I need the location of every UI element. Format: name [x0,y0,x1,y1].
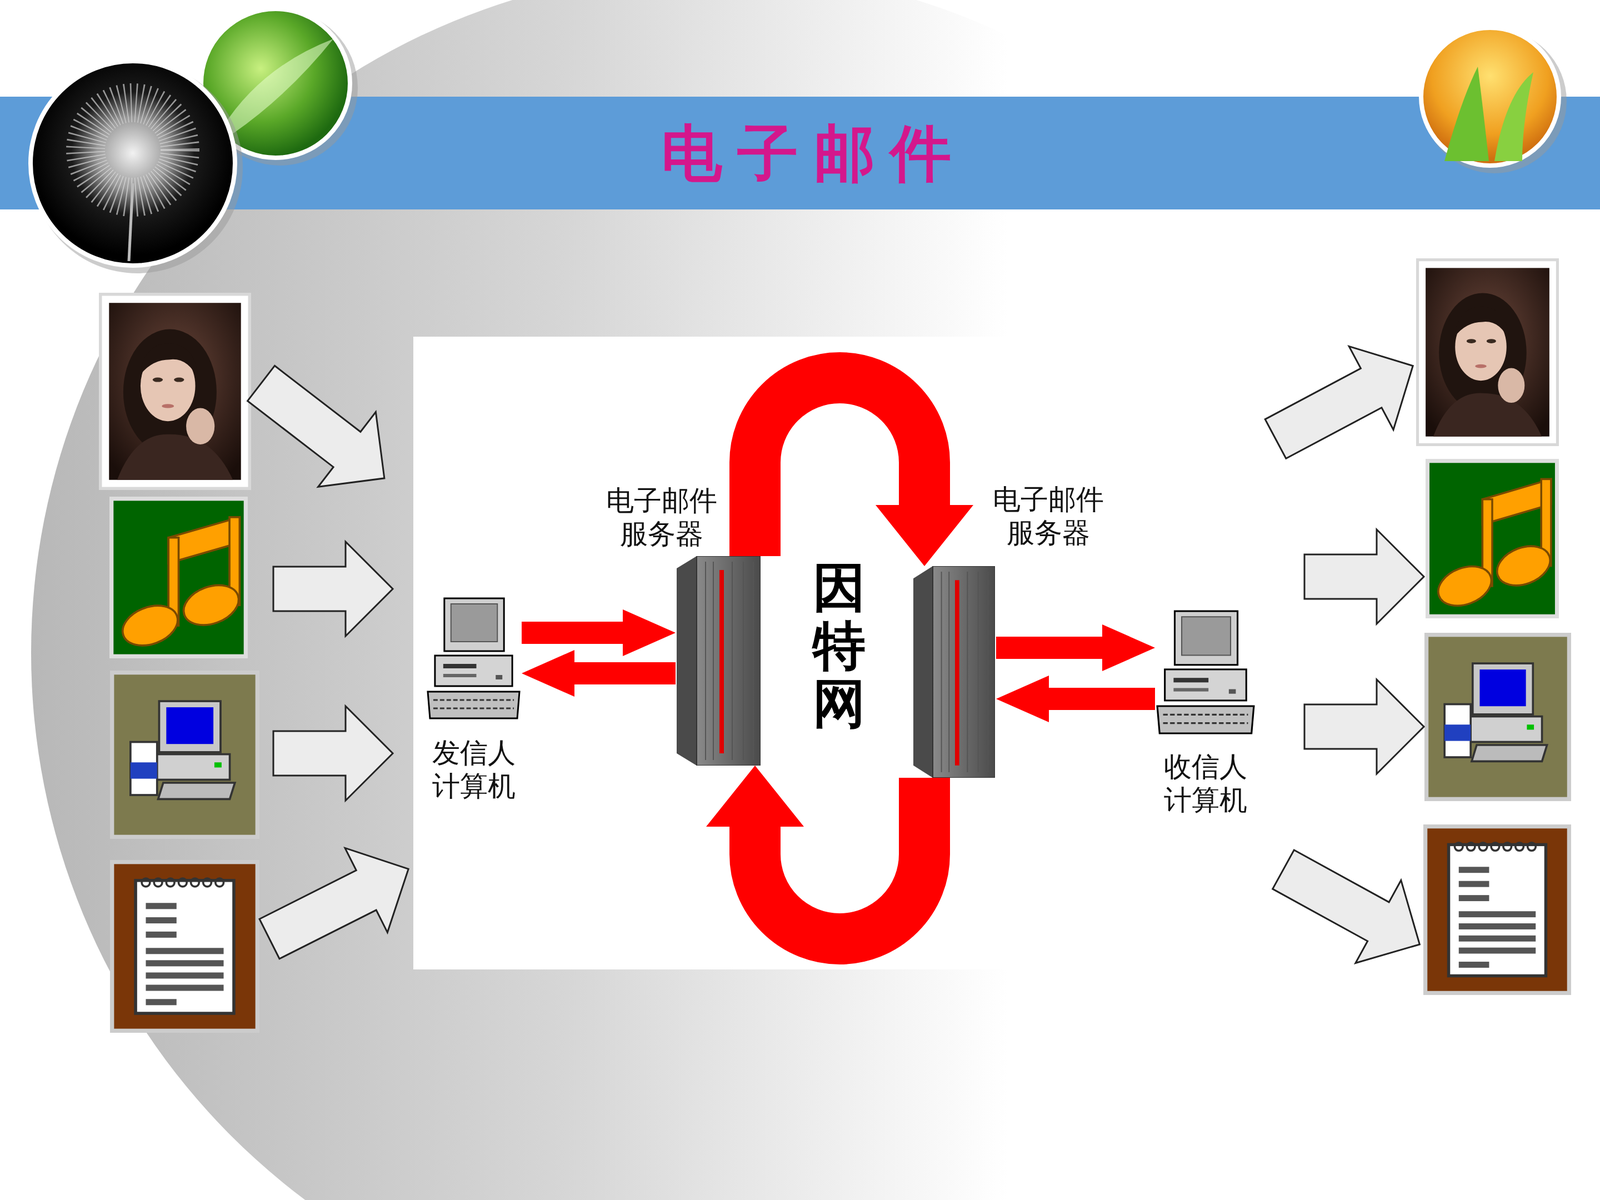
title-text: 电子邮件 [583,116,1029,190]
arrow-part [574,662,676,685]
node-label: 电子邮件 服务器 [988,482,1108,550]
output-icons [1416,258,1569,993]
block-arrow [1304,529,1424,624]
computer-symbol [427,598,520,719]
server-symbol [676,556,761,766]
server-symbol [913,566,995,778]
program-icon [1426,635,1570,800]
red-arrow [755,377,974,567]
block-arrow [1253,323,1435,481]
block-arrow [248,826,430,982]
music-icon [111,498,247,657]
node-label: 电子邮件 服务器 [601,483,722,551]
red-arrow [706,765,925,939]
internet-label: 因特网 [812,558,866,733]
arrow-part [996,675,1049,723]
block-arrow [1260,828,1443,987]
node-box: 收信人 计算机 [1156,610,1255,735]
block-arrow [232,346,414,517]
computer-symbol [1157,611,1254,734]
music-icon [1427,461,1558,617]
dandelion-badge [30,61,243,274]
arrow-part [706,765,804,827]
program-icon [112,672,258,838]
red-arrow [996,624,1155,672]
photo-icon [98,292,252,490]
arrow-part [1102,624,1155,672]
node-box: 电子邮件 服务器 [676,556,761,766]
document-icon [112,862,258,1032]
block-arrow [1304,679,1424,774]
node-box: 发信人 计算机 [426,597,521,720]
red-arrow [521,650,676,697]
block-arrow [273,706,393,801]
arrow-part [521,621,623,644]
node-label: 收信人 计算机 [1160,750,1252,817]
photo-icon [1416,258,1559,447]
arrow-part [875,505,974,567]
arrow-part [521,650,575,697]
arrow-part [1048,687,1155,710]
block-arrows [232,323,1443,986]
arrow-part [622,609,676,657]
red-arrow [996,675,1155,723]
tulip-badge [1421,27,1567,174]
node-label: 发信人 计算机 [427,736,520,803]
diagram-panel [413,336,1164,970]
document-icon [1425,826,1570,994]
block-arrow [273,541,393,637]
node-box: 电子邮件 服务器 [913,566,995,778]
red-arrow [521,609,676,657]
arrow-part [996,636,1103,659]
input-icons [98,292,258,1031]
